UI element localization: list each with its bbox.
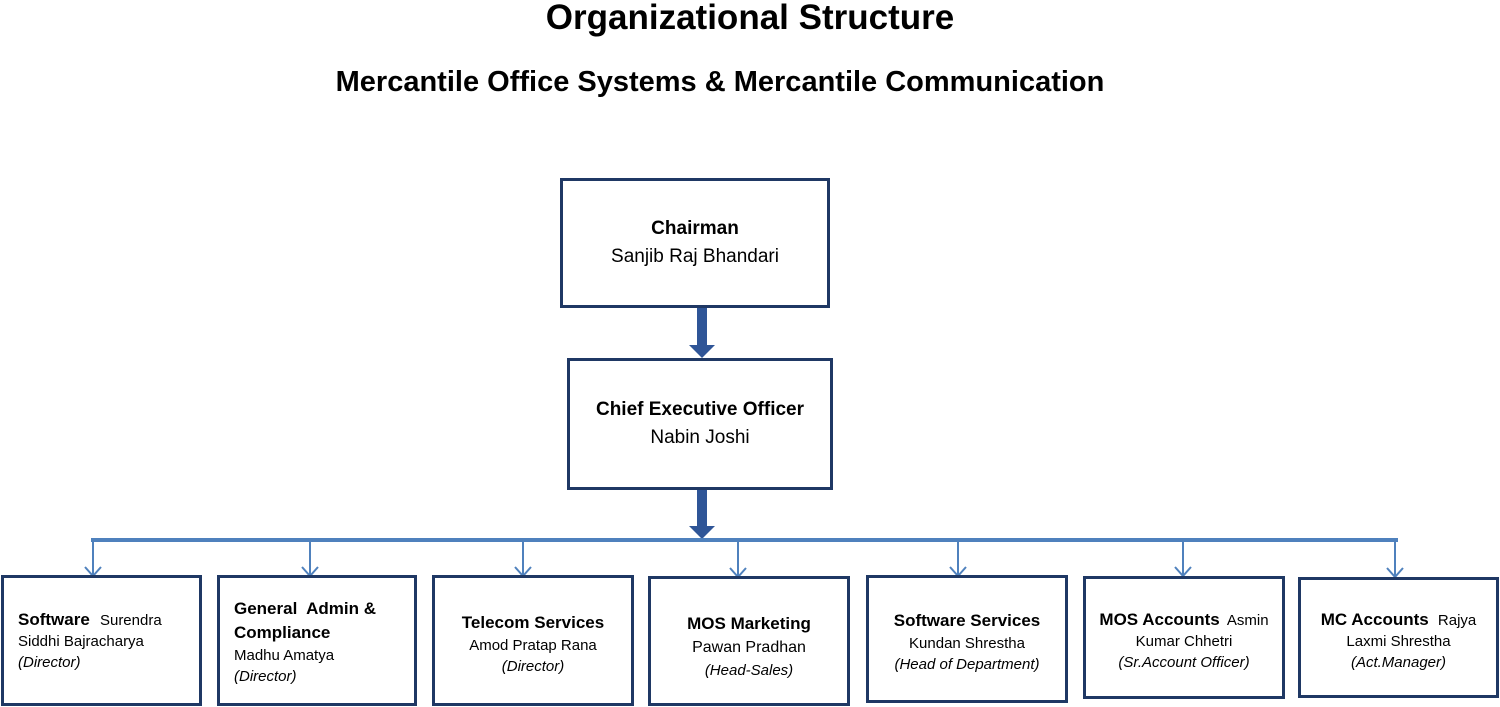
dept-title: (Sr.Account Officer): [1118, 654, 1250, 671]
dept-title: (Head-Sales): [704, 662, 794, 679]
dept-box-general-admin: General Admin & Compliance Madhu Amatya …: [217, 575, 417, 706]
dept-box-mc-accounts: MC Accounts Rajya Laxmi Shrestha (Act.Ma…: [1298, 577, 1499, 698]
dept-name: General Admin & Compliance: [234, 599, 381, 642]
dept-title: (Director): [501, 658, 565, 675]
dept-name: MOS Accounts: [1099, 610, 1220, 629]
dept-box-software: Software Surendra Siddhi Bajracharya (Di…: [1, 575, 202, 706]
dept-name: Software: [18, 610, 90, 629]
ceo-box: Chief Executive Officer Nabin Joshi: [567, 358, 833, 490]
dept-title: (Director): [234, 668, 297, 685]
drop-arrows: [84, 540, 1404, 579]
chart-title: Organizational Structure: [545, 0, 955, 37]
dept-box-telecom: Telecom Services Amod Pratap Rana (Direc…: [432, 575, 634, 706]
dept-name: MC Accounts: [1320, 610, 1429, 629]
chairman-name: Sanjib Raj Bhandari: [611, 246, 779, 267]
chart-subtitle: Mercantile Office Systems & Mercantile C…: [335, 66, 1105, 98]
dept-name: Telecom Services: [461, 613, 605, 632]
dept-title: (Head of Department): [894, 656, 1040, 673]
dept-title: (Act.Manager): [1350, 654, 1447, 671]
ceo-to-bus-shaft: [697, 490, 707, 527]
chairman-to-ceo-shaft: [697, 307, 707, 345]
dept-name: MOS Marketing: [687, 614, 811, 633]
chairman-to-ceo-arrowhead: [689, 345, 715, 358]
dept-box-software-services: Software Services Kundan Shrestha (Head …: [866, 575, 1068, 703]
dept-head: Madhu Amatya: [234, 647, 335, 664]
chairman-box: Chairman Sanjib Raj Bhandari: [560, 178, 830, 308]
dept-head: Surendra Siddhi Bajracharya: [18, 612, 162, 650]
chairman-role: Chairman: [651, 218, 739, 239]
dept-head: Kundan Shrestha: [909, 635, 1025, 652]
dept-box-mos-marketing: MOS Marketing Pawan Pradhan (Head-Sales): [648, 576, 850, 706]
dept-head: Rajya Laxmi Shrestha: [1346, 612, 1477, 650]
ceo-name: Nabin Joshi: [650, 427, 750, 448]
dept-title: (Director): [18, 654, 81, 671]
dept-head: Pawan Pradhan: [692, 639, 806, 656]
dept-head: Amod Pratap Rana: [469, 637, 597, 654]
ceo-role: Chief Executive Officer: [595, 399, 805, 420]
ceo-to-bus-arrowhead: [689, 526, 715, 539]
dept-name: Software Services: [893, 611, 1041, 630]
dept-box-mos-accounts: MOS Accounts Asmin Kumar Chhetri (Sr.Acc…: [1083, 576, 1285, 699]
dept-head: Asmin Kumar Chhetri: [1135, 612, 1269, 650]
